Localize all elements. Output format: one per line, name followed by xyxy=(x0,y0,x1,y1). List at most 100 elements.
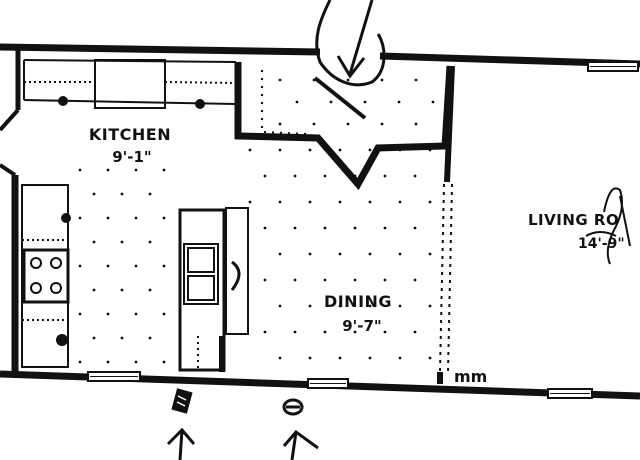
floor-dot xyxy=(278,304,282,308)
floor-dot xyxy=(398,304,402,308)
floor-dot xyxy=(78,216,82,220)
floor-dot xyxy=(338,200,342,204)
outlet-symbol xyxy=(282,398,304,416)
floor-dot xyxy=(338,304,342,308)
floor-dot xyxy=(398,356,402,360)
floor-dot xyxy=(428,304,432,308)
floor-dot xyxy=(92,192,96,196)
floor-dot xyxy=(120,288,124,292)
top-wall-left xyxy=(0,43,321,56)
floor-dot xyxy=(278,122,282,126)
floor-dot xyxy=(120,240,124,244)
floor-dots xyxy=(78,78,435,364)
floor-dot xyxy=(413,174,417,178)
floor-dot xyxy=(363,100,367,104)
floor-dot xyxy=(92,288,96,292)
floor-dot xyxy=(92,336,96,340)
floor-dot xyxy=(368,304,372,308)
floor-dot xyxy=(428,356,432,360)
floor-dot xyxy=(293,330,297,334)
floor-dot xyxy=(134,168,138,172)
floor-dot xyxy=(428,252,432,256)
floor-dot xyxy=(383,226,387,230)
floor-dot xyxy=(106,312,110,316)
floor-dot xyxy=(293,278,297,282)
floor-dot xyxy=(278,200,282,204)
floor-dot xyxy=(162,264,166,268)
floor-dot xyxy=(106,360,110,364)
floor-dot xyxy=(413,330,417,334)
floor-dot xyxy=(263,278,267,282)
floor-dot xyxy=(338,252,342,256)
cabinet-knob xyxy=(195,99,205,109)
floor-dot xyxy=(368,148,372,152)
sink xyxy=(183,243,219,305)
room-name-dining: DINING xyxy=(324,292,392,311)
floor-dot xyxy=(338,148,342,152)
floor-dot xyxy=(293,226,297,230)
bottom-arrow-right xyxy=(282,429,319,460)
floor-dot xyxy=(106,216,110,220)
floor-dot xyxy=(106,264,110,268)
floor-dot xyxy=(120,192,124,196)
floor-dot xyxy=(308,304,312,308)
floor-dot xyxy=(106,168,110,172)
kitchen-island xyxy=(178,207,249,372)
floor-dot xyxy=(148,192,152,196)
floor-dot xyxy=(428,200,432,204)
floor-dot xyxy=(278,252,282,256)
room-dimension-dining: 9'-7" xyxy=(342,317,382,335)
floor-dot xyxy=(323,330,327,334)
floor-dot xyxy=(162,312,166,316)
cabinet-knob xyxy=(58,96,68,106)
floor-dot xyxy=(383,174,387,178)
closet xyxy=(234,62,454,191)
floor-dot xyxy=(353,226,357,230)
faucet xyxy=(230,260,241,291)
floor-dot xyxy=(293,174,297,178)
floor-dot xyxy=(134,360,138,364)
floor-dot xyxy=(78,168,82,172)
bottom-arrow-left xyxy=(166,427,196,460)
floor-dot xyxy=(263,174,267,178)
floor-dot xyxy=(148,336,152,340)
floor-dot xyxy=(413,278,417,282)
windows xyxy=(87,61,639,399)
floor-dot xyxy=(263,330,267,334)
floor-dot xyxy=(368,252,372,256)
floor-dot xyxy=(278,356,282,360)
floor-dot xyxy=(398,252,402,256)
counter-knob xyxy=(61,213,71,223)
closet-wall xyxy=(234,62,454,191)
dishwasher xyxy=(225,207,249,335)
floor-dot xyxy=(338,356,342,360)
range-stove xyxy=(22,248,70,304)
floor-dot xyxy=(308,148,312,152)
floor-dot xyxy=(148,288,152,292)
floor-dot xyxy=(78,360,82,364)
scribble-annotation: mm xyxy=(454,367,487,386)
room-dimension-living: 14'-9" xyxy=(578,236,625,252)
floor-dot xyxy=(312,78,316,82)
floor-dot xyxy=(368,200,372,204)
floor-dot xyxy=(368,356,372,360)
floor-dot xyxy=(263,226,267,230)
exterior-light-symbol xyxy=(171,388,193,414)
floor-dot xyxy=(323,174,327,178)
room-dimension-kitchen: 9'-1" xyxy=(112,148,152,166)
floor-dot xyxy=(78,312,82,316)
floor-dot xyxy=(134,264,138,268)
floor-dot xyxy=(383,278,387,282)
room-name-living: LIVING RO xyxy=(528,211,619,229)
floor-dot xyxy=(413,226,417,230)
floor-dot xyxy=(162,216,166,220)
floor-dot xyxy=(323,226,327,230)
floor-dot xyxy=(134,216,138,220)
floor-dot xyxy=(323,278,327,282)
floor-dot xyxy=(248,148,252,152)
floor-dot xyxy=(162,168,166,172)
floor-dot xyxy=(380,78,384,82)
floor-dot xyxy=(353,330,357,334)
floor-dot xyxy=(428,148,432,152)
